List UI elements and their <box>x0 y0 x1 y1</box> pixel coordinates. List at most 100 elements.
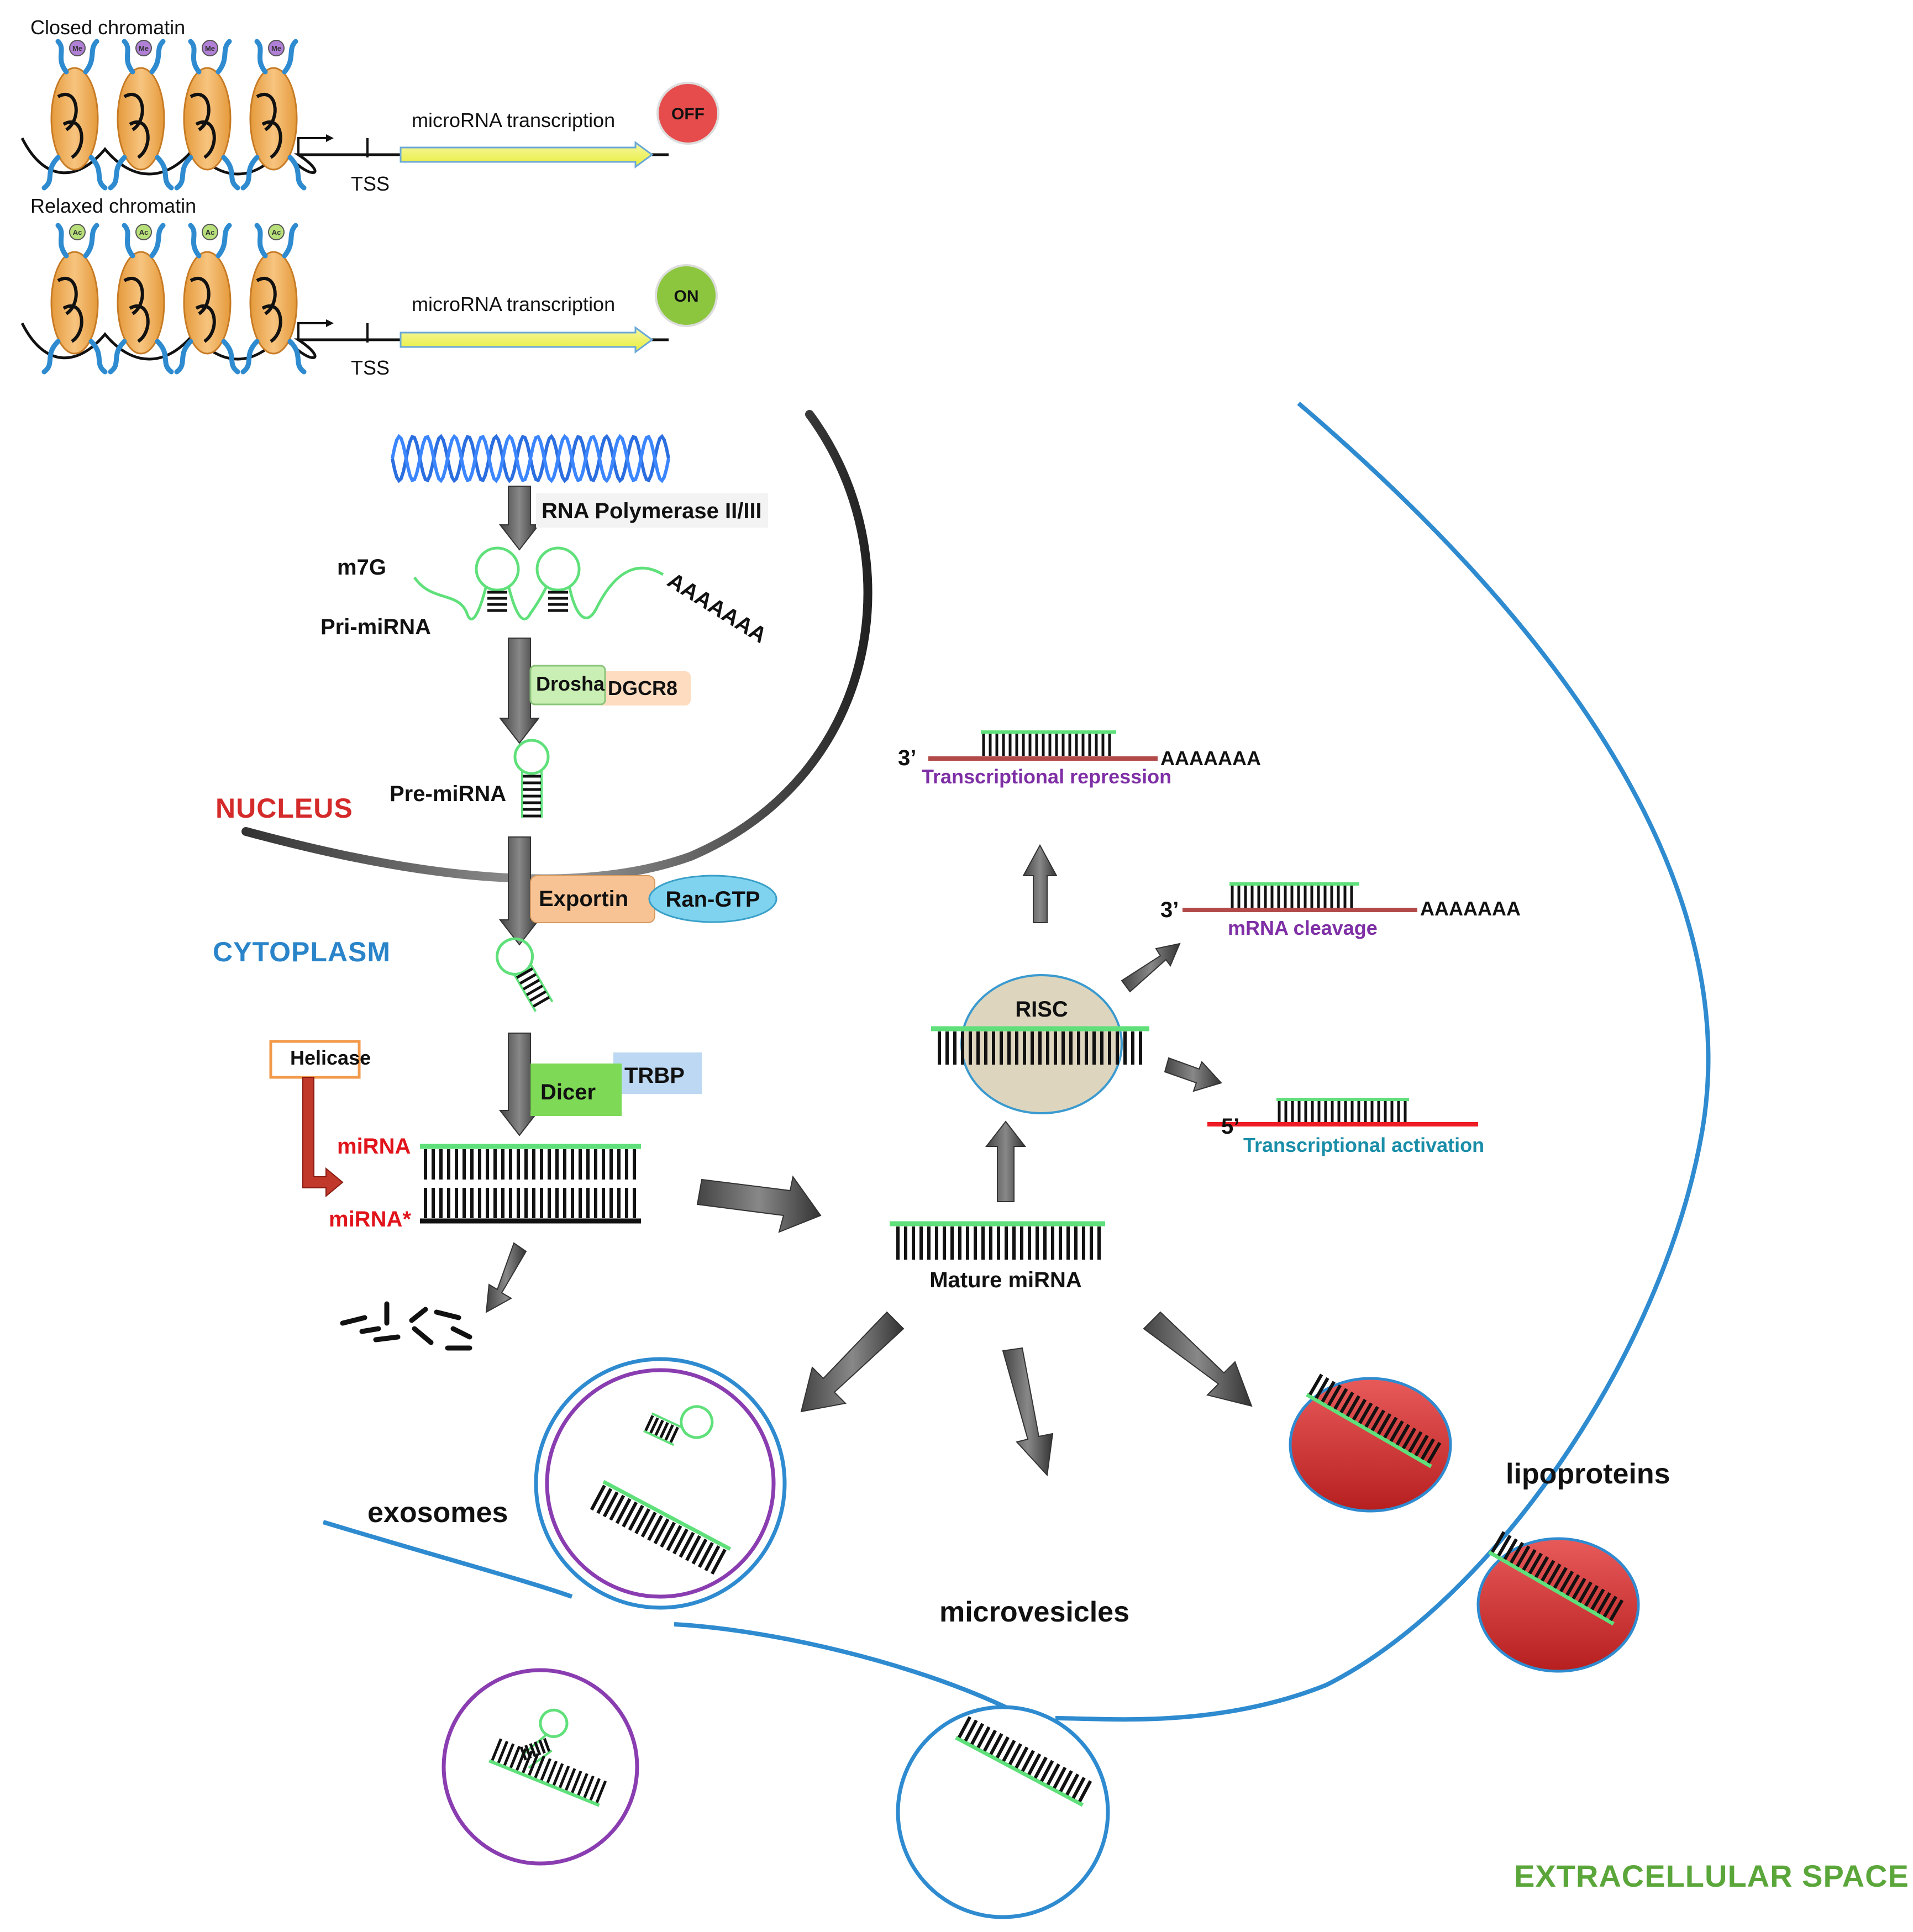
nuclear-envelope <box>241 410 873 883</box>
off-label: OFF <box>671 105 705 123</box>
base-pair <box>546 1760 558 1783</box>
base-pair <box>532 996 550 1008</box>
base-pair <box>589 1778 601 1801</box>
base-pair <box>647 1515 663 1541</box>
base-pair <box>660 1522 676 1548</box>
dna-wrap <box>129 304 150 343</box>
cleavage-three-prime: 3’ <box>1160 898 1179 922</box>
base-pair <box>534 1741 542 1756</box>
base-pair <box>1602 1596 1617 1618</box>
pri-mirna-label: Pri-miRNA <box>320 615 431 639</box>
relaxed-chromatin-label: Relaxed chromatin <box>30 194 196 217</box>
histone-mark <box>268 224 285 240</box>
histone-tail <box>41 155 61 191</box>
arrow-cleavage <box>1121 943 1181 993</box>
histone-tail <box>108 339 127 375</box>
arrow-exportin <box>498 836 540 946</box>
released-exosome <box>442 1668 639 1866</box>
dna-wrap <box>129 120 150 159</box>
helicase: Helicase <box>269 1040 371 1198</box>
repression-polya: AAAAAAA <box>1160 747 1261 770</box>
helicase-label: Helicase <box>290 1046 371 1069</box>
base-pair <box>571 1770 582 1793</box>
base-pair <box>1553 1567 1568 1589</box>
mature-mirna <box>890 1221 1105 1260</box>
base-pair <box>1547 1563 1562 1586</box>
histone-tail <box>108 155 127 191</box>
base-pair <box>1376 1413 1392 1435</box>
arrow-polymerase <box>498 486 540 551</box>
pri-mirna <box>413 546 664 620</box>
base-pair <box>1333 1388 1348 1410</box>
histone-tail <box>155 155 174 191</box>
dna-wrap <box>62 120 83 159</box>
base-pair <box>1383 1417 1398 1439</box>
base-pair <box>672 1528 689 1555</box>
tss-label: TSS <box>351 356 390 379</box>
dna-wrap <box>190 277 211 315</box>
histone-tail <box>149 223 166 259</box>
base-pair <box>1565 1574 1580 1596</box>
base-pair <box>679 1531 695 1558</box>
base-pair <box>995 1736 1010 1759</box>
extracellular-space-label: EXTRACELLULAR SPACE <box>1514 1859 1909 1893</box>
base-pair <box>1370 1409 1385 1431</box>
base-pair <box>1408 1431 1423 1453</box>
base-pair <box>1528 1552 1543 1575</box>
histone-tail <box>155 339 174 375</box>
base-pair <box>698 1542 714 1568</box>
multivesicular-body <box>534 1357 787 1610</box>
base-pair <box>1402 1427 1417 1450</box>
pri-polya-label: AAAAAAA <box>663 568 771 647</box>
dna-strand <box>391 434 670 483</box>
base-pair <box>1584 1584 1599 1607</box>
base-pair <box>1046 1763 1060 1786</box>
trbp-label: TRBP <box>624 1064 685 1088</box>
histone-mark-label: Me <box>271 44 281 52</box>
base-pair <box>982 1729 997 1752</box>
base-pair <box>595 1780 607 1803</box>
arrow-dicer <box>498 1033 540 1136</box>
base-pair <box>1327 1384 1342 1407</box>
ran-gtp-ellipse <box>648 875 777 923</box>
histone-tail <box>122 223 135 259</box>
histone-tail <box>88 339 108 375</box>
histone-tail <box>221 339 240 375</box>
exosomes-label: exosomes <box>367 1497 508 1529</box>
lipoproteins-label: lipoproteins <box>1506 1458 1670 1490</box>
base-pair <box>538 1739 546 1754</box>
dna-wrap <box>57 93 78 131</box>
histone-tail <box>240 155 260 191</box>
dna-wrap <box>256 93 277 131</box>
base-pair <box>1015 1746 1029 1769</box>
base-pair <box>970 1723 985 1745</box>
risc-label: RISC <box>1015 997 1068 1022</box>
activation-five-prime: 5’ <box>1221 1114 1239 1139</box>
base-pair <box>1358 1402 1373 1424</box>
base-pair <box>644 1415 654 1431</box>
base-pair <box>628 1504 644 1531</box>
risc-complex <box>931 974 1149 1114</box>
histone-tail <box>88 155 108 191</box>
cell-membrane-bottom-mid <box>674 1622 1007 1709</box>
base-pair <box>516 967 534 979</box>
histone-mark <box>69 40 86 56</box>
off-badge <box>656 82 719 145</box>
base-pair <box>529 1743 537 1757</box>
base-pair <box>1596 1592 1611 1614</box>
transcription-label: microRNA transcription <box>412 293 615 315</box>
histone-mark-label: Ac <box>272 228 281 236</box>
trbp-box <box>613 1052 702 1094</box>
histone-tail <box>188 39 202 75</box>
histone-tail <box>122 39 135 75</box>
polymerase-box <box>536 493 768 528</box>
base-pair <box>1364 1405 1379 1428</box>
base-pair <box>669 1426 679 1443</box>
base-pair <box>1065 1773 1080 1796</box>
base-pair <box>964 1719 978 1742</box>
base-pair <box>497 1740 509 1763</box>
polymerase-label: RNA Polymerase II/III <box>542 499 762 523</box>
